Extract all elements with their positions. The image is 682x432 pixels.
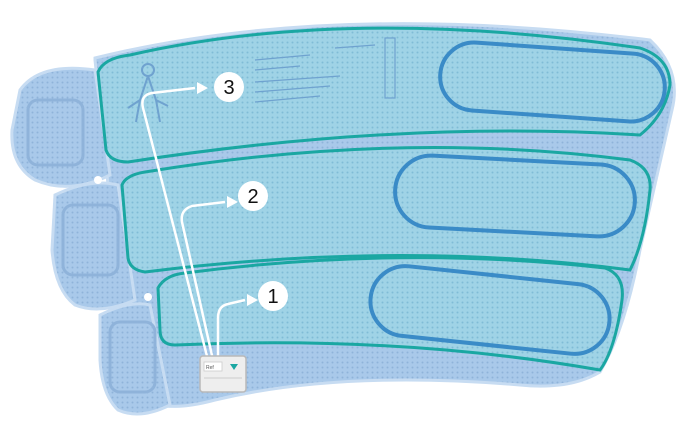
callout-2: 2 [238,181,268,211]
zone-3 [96,26,672,164]
callout-1: 1 [258,281,288,311]
callout-1-label: 1 [267,286,278,308]
callout-2-label: 2 [247,186,258,208]
connector-lines [141,86,246,361]
connector-plug-icon [199,355,247,393]
side-tab-middle-window [61,203,120,277]
zone-1-inner-pad [368,264,612,356]
side-tab-middle [50,181,137,311]
zone-3-inner-pad [438,40,667,124]
body-silhouette-icon [127,63,169,123]
arrow-heads [197,82,258,306]
callout-3: 3 [214,72,244,102]
side-tab-lower-window [108,320,157,394]
junction-dot-upper [94,176,102,184]
printed-label-graphic [254,37,396,103]
zone-2-inner-pad [393,153,637,239]
callout-3-label: 3 [223,77,234,99]
side-tab-upper-window [26,98,85,167]
connector-label: Ref [206,365,214,371]
junction-dot-lower [144,293,152,301]
zone-2 [120,146,652,274]
